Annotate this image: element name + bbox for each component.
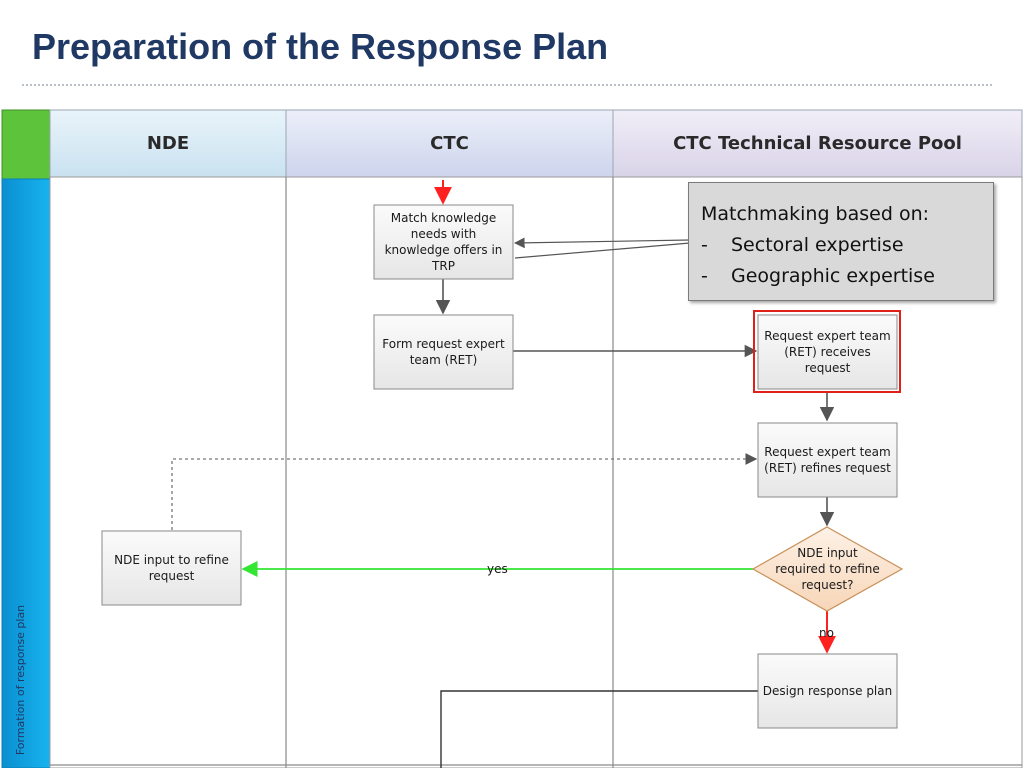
callout-connector-a (513, 237, 691, 249)
lane-label-nde: NDE (146, 133, 190, 154)
edge-label-yes: yes (487, 562, 508, 576)
node-ret-receives-box (757, 314, 898, 390)
callout-item-text: Sectoral expertise (731, 234, 904, 256)
node-ret-refines-box (757, 422, 898, 498)
lane-header-ctc (285, 109, 614, 178)
title-divider (22, 84, 992, 86)
node-decision-diamond (751, 526, 904, 612)
callout-item: - Geographic expertise (701, 261, 983, 292)
callout-item-text: Geographic expertise (731, 265, 935, 287)
node-nde-input-box (101, 530, 242, 606)
lane-header-nde (49, 109, 287, 178)
callout-bullet: - (701, 234, 708, 256)
callout-bullet: - (701, 265, 708, 287)
callout-heading: Matchmaking based on: (701, 203, 930, 225)
callout-connector-b (514, 242, 691, 259)
node-design-box (757, 653, 898, 729)
edge-label-no: no (819, 626, 834, 640)
node-match-box (373, 204, 514, 280)
phase-corner (1, 109, 51, 180)
slide-title: Preparation of the Response Plan (32, 26, 609, 67)
phase-label: Formation of response plan (14, 604, 27, 756)
arrow-design-out (440, 690, 758, 768)
lane-label-pool: CTC Technical Resource Pool (673, 133, 962, 154)
matchmaking-callout: Matchmaking based on: - Sectoral experti… (688, 182, 994, 301)
lane-label-ctc: CTC (430, 133, 469, 154)
node-ret-receives-highlight (753, 310, 901, 393)
node-form-ret-box (373, 314, 514, 390)
callout-item: - Sectoral expertise (701, 230, 983, 261)
